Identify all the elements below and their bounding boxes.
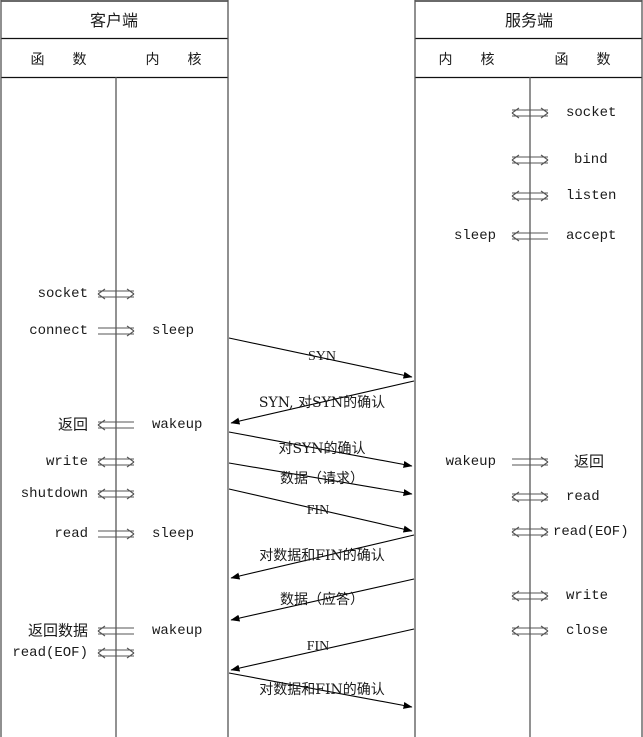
msg-arrow-fin-client — [228, 488, 413, 533]
server-kernel-state-sleep: sleep — [453, 228, 496, 244]
message-label-fin-server: FIN — [306, 639, 330, 654]
client-kernel-state-sleep-connect: sleep — [152, 323, 195, 339]
server-call-arrows — [511, 107, 549, 637]
msg-arrow-ack — [228, 431, 413, 468]
client-call-socket: socket — [37, 286, 88, 302]
client-col-kernel: 内 核 — [145, 52, 209, 68]
msg-arrow-syn — [228, 337, 413, 379]
message-label-syn: SYN — [307, 349, 337, 364]
server-call-read: read — [566, 489, 600, 505]
message-label-fin-client: FIN — [306, 503, 330, 518]
server-col-kernel: 内 核 — [438, 52, 502, 68]
server-call-read-eof: read(EOF) — [553, 524, 629, 540]
header-rules — [0, 0, 643, 79]
message-label-syn-ack: SYN, 对SYN的确认 — [258, 395, 386, 411]
client-call-return: 返回 — [57, 415, 88, 434]
msg-arrow-data-request — [228, 462, 413, 497]
msg-arrow-ack-data-fin-1 — [230, 534, 415, 580]
server-call-socket: socket — [566, 105, 617, 121]
client-kernel-state-sleep-read: sleep — [152, 526, 195, 542]
client-call-return-data: 返回数据 — [27, 621, 88, 640]
msg-arrow-fin-server — [230, 628, 415, 672]
client-call-shutdown: shutdown — [20, 486, 88, 502]
server-call-close: close — [566, 623, 609, 639]
client-call-read: read — [54, 526, 88, 542]
server-panel-title: 服务端 — [504, 11, 554, 30]
server-call-listen: listen — [566, 188, 617, 204]
server-call-accept: accept — [566, 228, 617, 244]
client-call-write: write — [45, 454, 88, 470]
server-call-return: 返回 — [574, 452, 605, 471]
kernel-timelines — [115, 77, 531, 737]
client-call-connect: connect — [29, 323, 88, 339]
msg-arrow-data-reply — [230, 578, 415, 622]
client-panel-title: 客户端 — [89, 11, 139, 30]
client-kernel-state-wakeup-data: wakeup — [152, 623, 203, 639]
client-call-arrows — [97, 288, 135, 659]
server-kernel-state-wakeup: wakeup — [445, 454, 496, 470]
client-call-read-eof: read(EOF) — [12, 645, 88, 661]
message-label-ack-data-fin-2: 对数据和FIN的确认 — [259, 682, 385, 698]
server-col-function: 函 数 — [554, 52, 618, 68]
client-kernel-state-wakeup-return: wakeup — [152, 417, 203, 433]
msg-arrow-synack — [230, 380, 415, 425]
message-label-ack-syn: 对SYN的确认 — [278, 441, 366, 457]
server-call-write: write — [566, 588, 609, 604]
message-label-ack-data-fin-1: 对数据和FIN的确认 — [259, 548, 385, 564]
message-arrows — [228, 337, 415, 709]
server-call-bind: bind — [574, 152, 608, 168]
msg-arrow-ack-data-fin-2 — [228, 672, 413, 709]
message-label-data-reply: 数据（应答） — [280, 592, 364, 608]
message-label-data-request: 数据（请求） — [280, 471, 364, 487]
client-col-function: 函 数 — [30, 52, 94, 68]
